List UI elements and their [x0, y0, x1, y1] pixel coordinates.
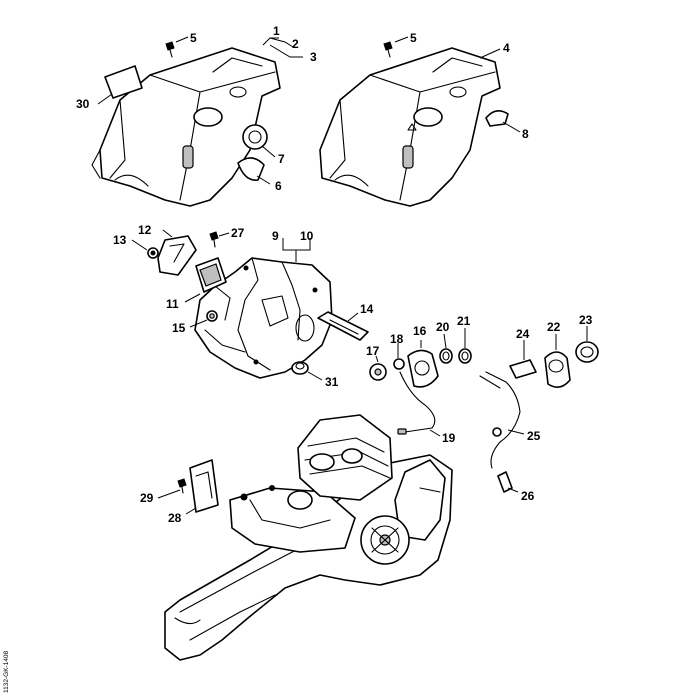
cap-8 — [485, 110, 509, 127]
callout-31: 31 — [325, 375, 339, 389]
part-15-nut — [206, 310, 218, 322]
choke-knob-7 — [242, 124, 268, 150]
callout-14: 14 — [360, 302, 374, 316]
callout-26: 26 — [521, 489, 535, 503]
part-24-cylinder — [509, 359, 537, 379]
callout-10: 10 — [300, 229, 314, 243]
part-31-bushing — [291, 361, 309, 375]
callout-13: 13 — [113, 233, 127, 247]
part-11-pad — [195, 257, 227, 293]
part-12-bracket — [157, 235, 197, 276]
part-27-screw — [209, 231, 219, 248]
handle-housing-9-10 — [194, 257, 333, 379]
part-29-screw — [177, 478, 187, 494]
part-14-plate — [317, 311, 369, 341]
document-code: 1132-GK-1408 — [3, 650, 10, 693]
part-25-hose — [479, 371, 521, 469]
part-17 — [369, 363, 387, 381]
callout-5-right: 5 — [410, 31, 417, 45]
callout-1: 1 — [273, 24, 280, 38]
callout-29: 29 — [140, 491, 154, 505]
part-16-pump — [407, 349, 439, 388]
crankcase-assembly — [164, 414, 453, 661]
callout-21: 21 — [457, 314, 471, 328]
callout-19: 19 — [442, 431, 456, 445]
callout-24: 24 — [516, 327, 530, 341]
callout-2: 2 — [292, 37, 299, 51]
filter-cover-30 — [104, 65, 143, 99]
shroud-left — [91, 47, 281, 207]
callout-23: 23 — [579, 313, 593, 327]
screw-5-right — [383, 41, 393, 58]
part-21-ring — [458, 348, 472, 364]
shroud-right — [319, 47, 501, 207]
callout-15: 15 — [172, 321, 186, 335]
callout-5-left: 5 — [190, 31, 197, 45]
callout-4: 4 — [503, 41, 510, 55]
callout-17: 17 — [366, 344, 380, 358]
callout-27: 27 — [231, 226, 245, 240]
document-code-label: 1132-GK-1408 — [3, 650, 10, 693]
part-28-bracket — [189, 459, 219, 513]
part-19-hose — [397, 371, 436, 435]
part-20-ring — [439, 348, 453, 364]
part-26-filter — [497, 471, 513, 493]
part-22 — [544, 351, 571, 388]
callout-16: 16 — [413, 324, 427, 338]
callout-6: 6 — [275, 179, 282, 193]
part-13-screw — [147, 247, 159, 259]
part-23-cap — [575, 341, 599, 363]
callout-numbers: 1 2 3 5 30 7 6 5 4 8 9 10 12 13 27 11 15… — [76, 24, 593, 525]
part-18 — [393, 358, 405, 370]
callout-7: 7 — [278, 152, 285, 166]
leader-lines — [97, 36, 588, 515]
callout-3: 3 — [310, 50, 317, 64]
grommet-6 — [237, 157, 265, 181]
callout-9: 9 — [272, 229, 279, 243]
callout-28: 28 — [168, 511, 182, 525]
callout-12: 12 — [138, 223, 152, 237]
callout-25: 25 — [527, 429, 541, 443]
callout-11: 11 — [166, 297, 179, 311]
callout-30: 30 — [76, 97, 90, 111]
callout-22: 22 — [547, 320, 561, 334]
callout-20: 20 — [436, 320, 450, 334]
screw-5-left — [165, 41, 175, 58]
callout-8: 8 — [522, 127, 529, 141]
callout-18: 18 — [390, 332, 404, 346]
